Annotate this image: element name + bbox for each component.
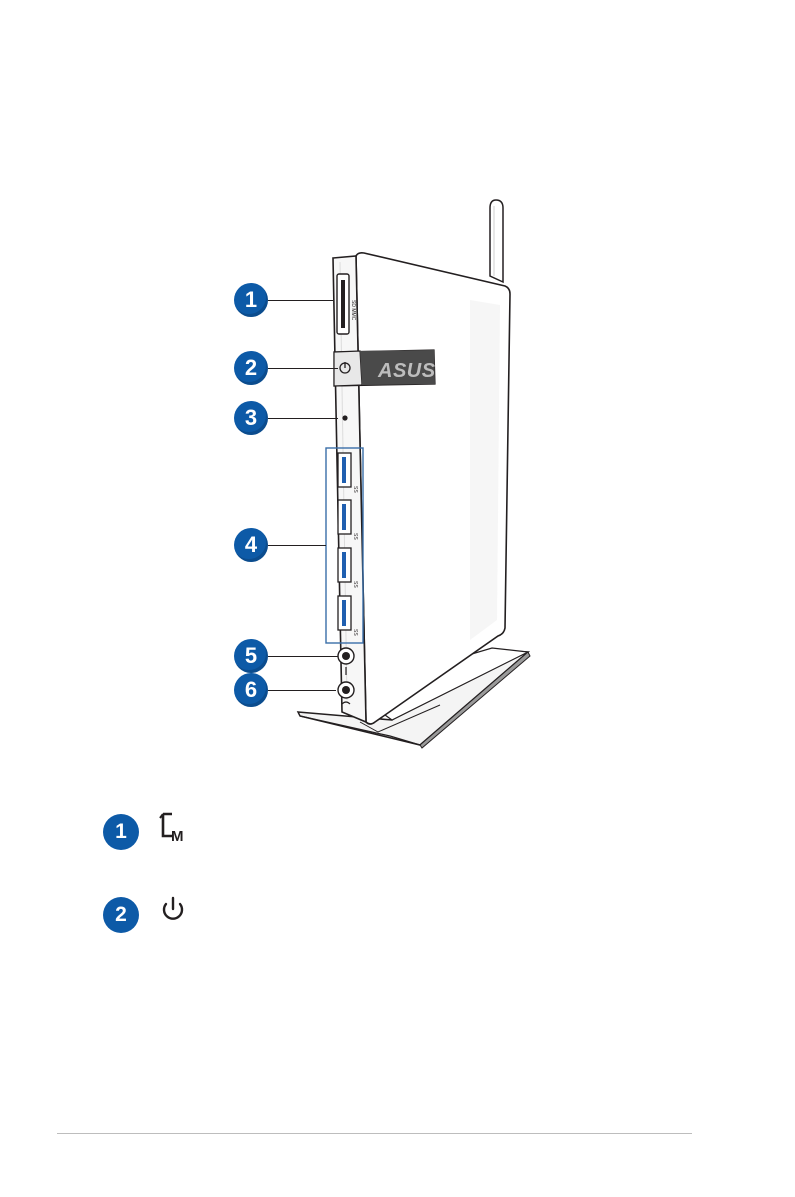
leader-line: [268, 545, 326, 546]
leader-line: [268, 656, 338, 657]
hdd-led: [342, 415, 347, 420]
asus-band: ASUS: [334, 350, 436, 386]
antenna: [490, 200, 503, 282]
asus-logo: ASUS: [377, 360, 436, 382]
svg-text:SS: SS: [352, 629, 358, 636]
callout-3: 3: [234, 401, 268, 435]
callout-2: 2: [234, 351, 268, 385]
footer-rule: [57, 1133, 692, 1134]
svg-text:M: M: [171, 828, 184, 844]
leader-line: [268, 368, 338, 369]
svg-text:SS: SS: [352, 486, 358, 493]
callout-6: 6: [234, 673, 268, 707]
legend-badge-2: 2: [103, 897, 139, 933]
callout-4: 4: [234, 528, 268, 562]
svg-text:SS: SS: [352, 581, 358, 588]
legend-badge-1: 1: [103, 814, 139, 850]
leader-line: [268, 690, 336, 691]
leader-line: [268, 300, 333, 301]
power-icon: [158, 895, 188, 927]
svg-text:SD MMC: SD MMC: [350, 300, 356, 321]
memory-card-icon: M: [158, 812, 188, 844]
svg-text:SS: SS: [352, 533, 358, 540]
callout-1: 1: [234, 283, 268, 317]
callout-5: 5: [234, 639, 268, 673]
leader-line: [268, 418, 338, 419]
